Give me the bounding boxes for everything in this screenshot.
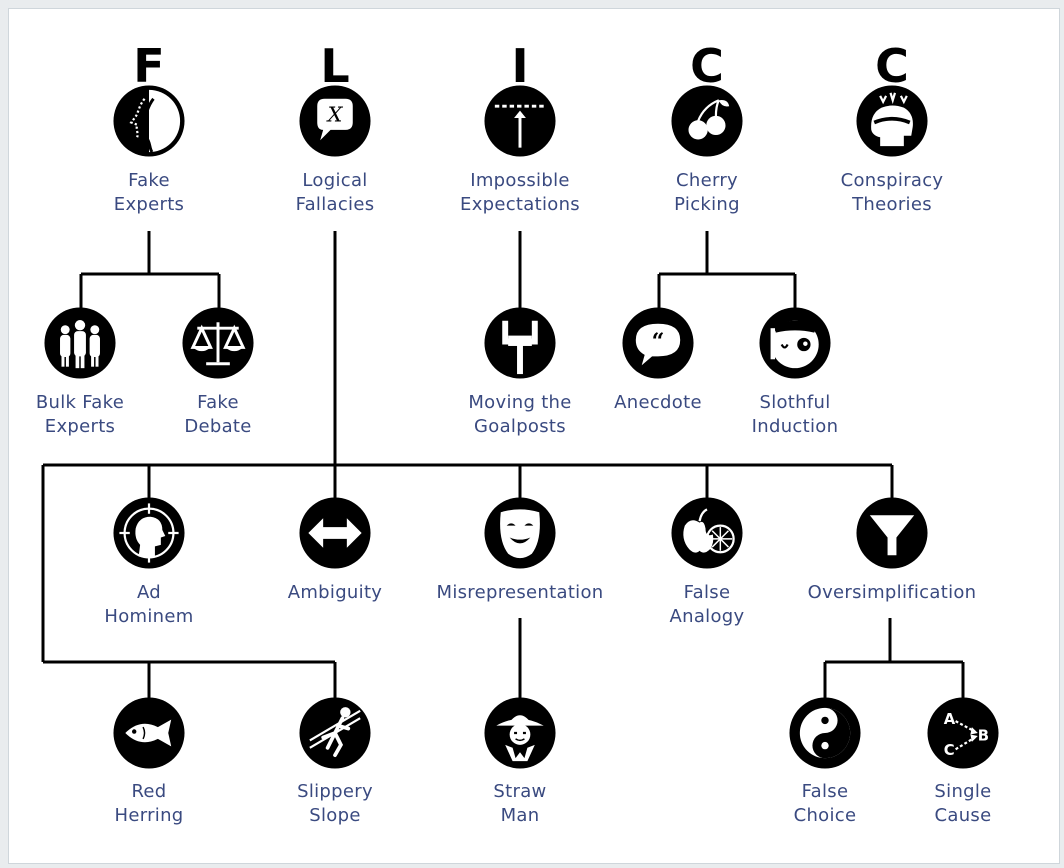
svg-text:“: “ <box>652 329 665 355</box>
label-line: Theories <box>852 194 932 215</box>
arrow-to-line-icon <box>483 84 557 158</box>
label-line: False <box>801 781 849 802</box>
label-line: Induction <box>751 416 839 437</box>
label-line: Conspiracy <box>840 170 944 191</box>
label-line: Man <box>500 805 540 826</box>
svg-text:B: B <box>978 727 989 744</box>
speech-bubble-x-icon: X <box>298 84 372 158</box>
node-label-anecdote: Anecdote <box>553 391 763 415</box>
goalpost-icon <box>483 306 557 380</box>
svg-text:X: X <box>326 103 344 127</box>
label-line: Ad <box>136 582 162 603</box>
svg-text:A: A <box>944 711 956 728</box>
scarecrow-icon <box>483 696 557 770</box>
label-line: Single <box>934 781 992 802</box>
cherries-icon <box>670 84 744 158</box>
mask-icon <box>483 496 557 570</box>
node-label-misrepresentation: Misrepresentation <box>415 581 625 605</box>
double-arrow-icon <box>298 496 372 570</box>
slipping-person-icon <box>298 696 372 770</box>
quote-bubble-icon: “ <box>621 306 695 380</box>
label-line: Anecdote <box>614 392 702 413</box>
label-line: False <box>683 582 731 603</box>
label-line: Cherry <box>676 170 738 191</box>
label-line: Expectations <box>460 194 580 215</box>
label-line: Experts <box>113 194 185 215</box>
head-sparks-icon <box>855 84 929 158</box>
scales-icon <box>181 306 255 380</box>
fish-icon <box>112 696 186 770</box>
apple-orange-icon <box>670 496 744 570</box>
acronym-letter: F <box>133 39 165 93</box>
target-head-icon <box>112 496 186 570</box>
acronym-letter: C <box>690 39 724 93</box>
acronym-letter: I <box>511 39 529 93</box>
funnel-icon <box>855 496 929 570</box>
label-line: Misrepresentation <box>436 582 604 603</box>
label-line: Slothful <box>759 392 831 413</box>
acronym-letter: C <box>875 39 909 93</box>
label-line: Slope <box>309 805 361 826</box>
label-line: Bulk Fake <box>35 392 125 413</box>
label-line: Straw <box>493 781 547 802</box>
label-line: Analogy <box>669 606 745 627</box>
label-line: Slippery <box>297 781 373 802</box>
label-line: Cause <box>934 805 992 826</box>
label-line: Hominem <box>104 606 194 627</box>
label-line: Fake <box>197 392 239 413</box>
label-line: Fallacies <box>295 194 375 215</box>
label-line: Oversimplification <box>807 582 977 603</box>
crowd-icon <box>43 306 117 380</box>
label-line: Choice <box>793 805 857 826</box>
sloth-icon <box>758 306 832 380</box>
label-line: Red <box>131 781 167 802</box>
node-label-oversimplification: Oversimplification <box>787 581 997 605</box>
svg-text:C: C <box>944 742 955 759</box>
label-line: Experts <box>44 416 116 437</box>
acronym-letter: L <box>320 39 350 93</box>
split-face-icon <box>112 84 186 158</box>
label-line: Herring <box>114 805 184 826</box>
label-line: Goalposts <box>474 416 566 437</box>
label-line: Moving the <box>468 392 572 413</box>
yin-yang-icon <box>788 696 862 770</box>
label-line: Picking <box>674 194 740 215</box>
node-label-ambiguity: Ambiguity <box>230 581 440 605</box>
label-line: Ambiguity <box>287 582 383 603</box>
label-line: Impossible <box>470 170 570 191</box>
label-line: Logical <box>302 170 368 191</box>
label-line: Fake <box>128 170 170 191</box>
label-line: Debate <box>184 416 252 437</box>
